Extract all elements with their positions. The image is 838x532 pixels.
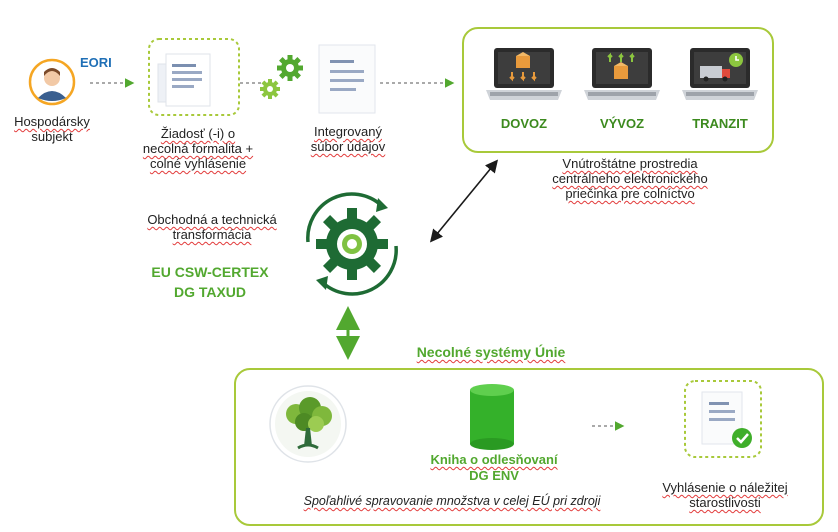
person-avatar-icon: [28, 58, 76, 106]
hub-gear: [290, 182, 414, 311]
union-footnote: Spoľahlivé spravovanie množstva v celej …: [282, 494, 622, 509]
database-label-line1: Kniha o odlesňovaní: [430, 452, 558, 467]
union-footnote-text: Spoľahlivé spravovanie množstva v celej …: [303, 494, 601, 508]
tree-icon: [269, 385, 347, 463]
request-documents: [148, 38, 240, 121]
laptop-truck-clock-icon: [682, 48, 758, 100]
union-systems-panel: [234, 368, 824, 526]
national-caption-line2: centrálneho elektronického: [552, 171, 708, 186]
request-label: Žiadosť (-i) o necolná formalita + colné…: [128, 126, 268, 171]
national-caption-line1: Vnútroštátne prostredia: [562, 156, 698, 171]
database-icon: [470, 384, 514, 450]
trader-label: Hospodársky subjekt: [2, 114, 102, 144]
hub-name-line1: EU CSW-CERTEX: [151, 264, 269, 280]
hub-caption: Obchodná a technická transformácia: [122, 212, 302, 242]
tree-logo: [268, 384, 348, 469]
database-label: Kniha o odlesňovaní DG ENV: [414, 452, 574, 484]
cycle-gear-icon: [306, 192, 398, 296]
tile-label-export: VÝVOZ: [599, 116, 645, 131]
arrow-hub-national: [429, 159, 499, 243]
eori-label: EORI: [80, 55, 112, 70]
request-label-line1: Žiadosť (-i) o: [160, 126, 236, 141]
laptop-boxes-up-icon: [584, 48, 660, 100]
integrated-label-line2: súbor údajov: [310, 139, 386, 154]
gears-icon: [260, 55, 303, 99]
gears: [258, 52, 308, 109]
tile-label-import: DOVOZ: [500, 116, 548, 131]
national-caption: Vnútroštátne prostredia centrálneho elek…: [510, 156, 750, 201]
request-label-line3: colné vyhlásenie: [149, 156, 247, 171]
hub-name-line2: DG TAXUD: [173, 284, 247, 300]
export-tile: [582, 46, 662, 111]
database: [468, 382, 516, 457]
hub-caption-line2: transformácia: [172, 227, 252, 242]
import-tile: [484, 46, 564, 111]
database-label-line2: DG ENV: [469, 468, 519, 483]
due-diligence-label: Vyhlásenie o náležitej starostlivosti: [640, 480, 810, 510]
due-diligence-label-line2: starostlivosti: [689, 495, 761, 510]
union-systems-heading: Necolné systémy Únie: [384, 344, 598, 360]
due-diligence-document: [684, 380, 764, 465]
hub-caption-line1: Obchodná a technická: [147, 212, 277, 227]
due-diligence-label-line1: Vyhlásenie o náležitej: [662, 480, 788, 495]
national-environments-panel: [462, 27, 774, 153]
document-check-icon: [684, 380, 762, 458]
national-caption-line3: priečinka pre colníctvo: [565, 186, 695, 201]
laptop-boxes-down-icon: [486, 48, 562, 100]
tile-label-transit: TRANZIT: [692, 116, 748, 131]
integrated-document: [318, 44, 376, 119]
transit-tile: [680, 46, 760, 111]
trader-label-line2: subjekt: [31, 129, 73, 144]
document-icon: [318, 44, 376, 114]
hub-name: EU CSW-CERTEX DG TAXUD: [120, 262, 300, 302]
documents-icon: [148, 38, 240, 116]
integrated-label-line1: Integrovaný: [314, 124, 382, 139]
integrated-label: Integrovaný súbor údajov: [288, 124, 408, 154]
union-systems-heading-text: Necolné systémy Únie: [416, 344, 566, 360]
request-label-line2: necolná formalita +: [142, 141, 254, 156]
trader-avatar: [28, 58, 76, 111]
trader-label-line1: Hospodársky: [14, 114, 90, 129]
